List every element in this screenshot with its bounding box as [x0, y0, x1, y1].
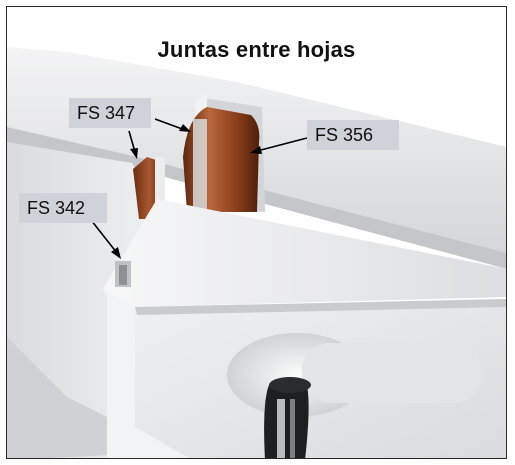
gasket-fs347-lip [155, 157, 165, 219]
arrow-fs347-a [154, 118, 191, 132]
label-fs342: FS 342 [19, 193, 107, 223]
profile-joint-illustration [7, 47, 506, 458]
gasket-fs342-inner [119, 265, 127, 285]
label-fs356: FS 356 [307, 120, 399, 150]
gasket-fs356-flap [193, 119, 207, 211]
figure-title: Juntas entre hojas [157, 37, 356, 62]
arrow-fs342 [90, 219, 121, 259]
handle-recess-right [302, 343, 482, 403]
handle-cap [269, 377, 311, 393]
front-panel-top-face [103, 199, 506, 307]
arrow-fs356 [250, 137, 308, 154]
left-wall-bottom [7, 337, 177, 458]
front-panel-left-face [103, 289, 189, 458]
label-fs347: FS 347 [69, 98, 151, 128]
handle [264, 385, 309, 458]
handle-highlight-2 [290, 399, 295, 458]
front-panel-edge-shadow [135, 299, 506, 315]
handle-highlight [277, 399, 285, 458]
figure-frame: Juntas entre hojas FS 347 FS 356 FS 342 [6, 6, 507, 459]
arrow-fs347-b [128, 130, 138, 159]
